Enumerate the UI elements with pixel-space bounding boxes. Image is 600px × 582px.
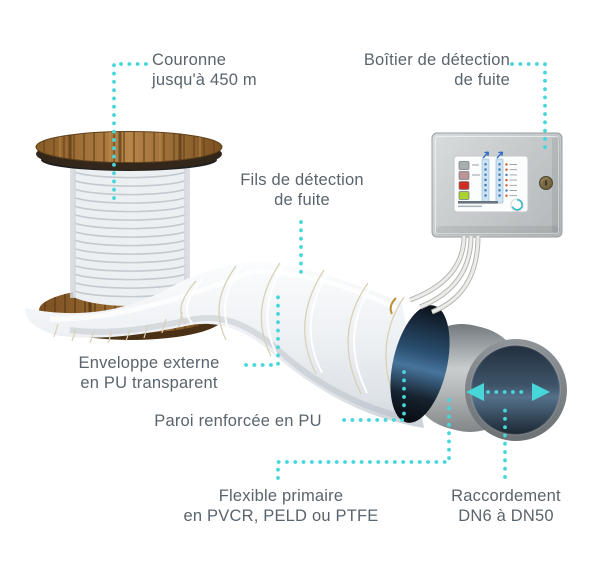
panel-print-bar-small (458, 205, 482, 208)
detection-box (431, 132, 563, 238)
label-couronne: Couronne jusqu'à 450 m (152, 50, 257, 90)
label-paroi: Paroi renforcée en PU (138, 411, 338, 431)
label-couronne-line2: jusqu'à 450 m (152, 71, 257, 89)
spool-top-flange (35, 131, 223, 171)
detection-wires-spiral (53, 261, 405, 415)
panel-button-alarm (458, 181, 470, 190)
label-enveloppe-line1: Enveloppe externe (78, 354, 220, 372)
pipe-reinforced-wall (390, 305, 450, 423)
leader-line-couronne (112, 62, 148, 204)
label-fils: Fils de détection de fuite (202, 170, 402, 210)
panel-print-bar (458, 201, 498, 204)
panel-button-power (458, 191, 470, 200)
spool-coil (70, 164, 190, 306)
label-paroi-line1: Paroi renforcée en PU (154, 412, 322, 430)
leader-line-boitier (510, 62, 547, 152)
leader-line-enveloppe (244, 294, 280, 367)
leader-line-paroi (342, 368, 406, 422)
label-boitier-line2: de fuite (454, 71, 510, 89)
lock-icon (539, 176, 553, 190)
channel-indicator-rows (505, 163, 517, 197)
label-raccordement-line1: Raccordement (451, 487, 561, 505)
diameter-arrow-icon (466, 383, 550, 401)
pipe-end-opening (465, 339, 567, 441)
label-raccordement: Raccordement DN6 à DN50 (406, 486, 600, 526)
label-couronne-line1: Couronne (152, 51, 227, 69)
panel-button-mute (458, 171, 470, 180)
label-enveloppe-line2: en PU transparent (80, 374, 218, 392)
connection-cables (409, 235, 481, 315)
label-flexible: Flexible primaire en PVCR, PELD ou PTFE (156, 486, 406, 526)
label-enveloppe: Enveloppe externe en PU transparent (49, 353, 249, 393)
panel-button-test (458, 161, 470, 170)
label-boitier: Boîtier de détection de fuite (310, 50, 510, 90)
detection-panel (453, 151, 529, 213)
label-fils-line1: Fils de détection (240, 171, 364, 189)
leader-line-flexible (276, 398, 451, 480)
label-fils-line2: de fuite (274, 191, 330, 209)
pipe-outer-envelope (25, 261, 424, 428)
label-flexible-line2: en PVCR, PELD ou PTFE (183, 507, 379, 525)
label-raccordement-line2: DN6 à DN50 (458, 507, 554, 525)
label-boitier-line1: Boîtier de détection (363, 51, 510, 69)
logo-icon (510, 198, 524, 212)
label-flexible-line1: Flexible primaire (218, 487, 344, 505)
